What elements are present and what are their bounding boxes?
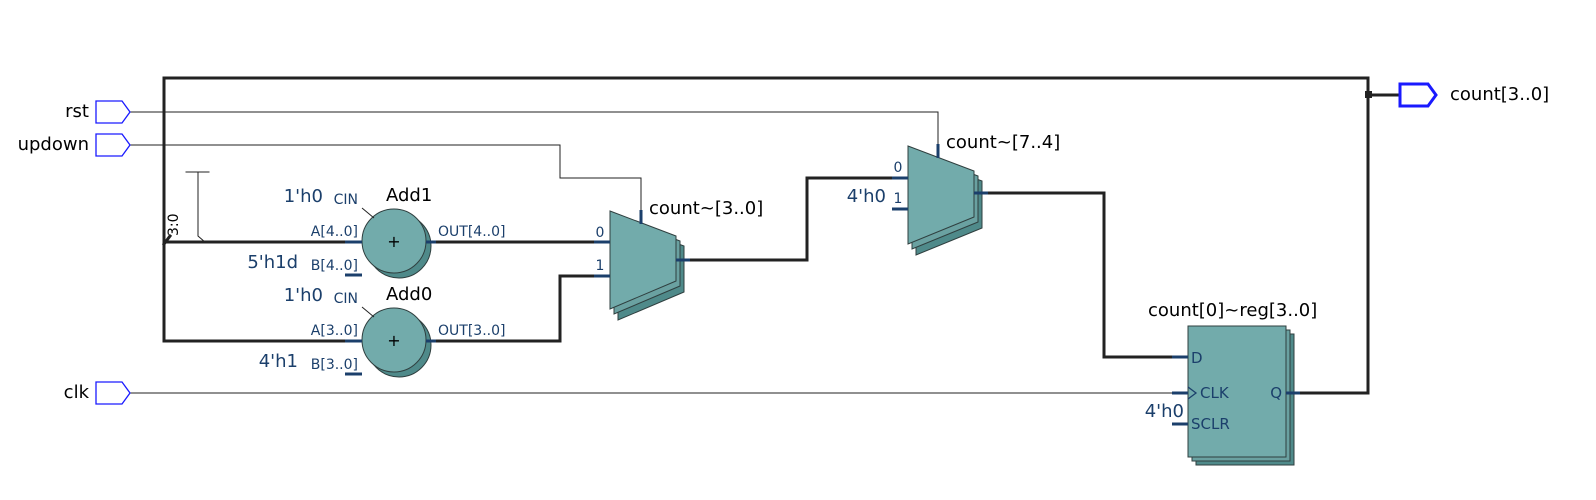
rst-wire[interactable] (129, 111, 939, 147)
port-updown-label: updown (18, 134, 89, 155)
updown-wire[interactable] (129, 144, 642, 215)
add0-cin-stub (361, 306, 375, 318)
bus-tap-mark (161, 233, 173, 247)
port-clk[interactable]: clk (64, 381, 131, 405)
add1-a-msb-wire (197, 171, 206, 243)
add0-a-pin: A[3..0] (311, 323, 358, 339)
port-count-out[interactable]: count[3..0] (1398, 82, 1549, 108)
adder-add1[interactable]: Add1 + CIN A[4..0] B[4..0] OUT[4..0] 1'h… (247, 185, 505, 279)
add0-name: Add0 (386, 284, 432, 305)
add1-b-pin: B[4..0] (311, 258, 358, 274)
port-count-label: count[3..0] (1450, 84, 1549, 105)
add1-cin-stub (361, 207, 375, 219)
add1-cin-pin: CIN (334, 192, 358, 208)
reg-name: count[0]~reg[3..0] (1148, 300, 1317, 321)
wires (129, 76, 1402, 395)
mux-b-name: count~[7..4] (946, 132, 1060, 153)
reg-clk-pin: CLK (1200, 384, 1230, 402)
feedback-bus-wire[interactable] (162, 76, 1370, 395)
bus-tap-label: 3:0 (166, 213, 182, 236)
port-rst-label: rst (65, 101, 89, 122)
mux-count-3-0[interactable]: 0 1 count~[3..0] (594, 198, 763, 321)
add0-b-pin: B[3..0] (311, 357, 358, 373)
mux-a-in0-pin: 0 (596, 225, 605, 241)
add1-cin-const: 1'h0 (284, 186, 323, 207)
reg-sclr-const: 4'h0 (1145, 401, 1184, 422)
mux-b-body (907, 145, 975, 245)
mux-count-7-4[interactable]: 0 1 count~[7..4] 4'h0 (847, 132, 1061, 256)
mux-a-name: count~[3..0] (649, 198, 763, 219)
register-count-reg[interactable]: count[0]~reg[3..0] D CLK SCLR Q 4'h0 (1145, 300, 1318, 466)
add1-b-const: 5'h1d (247, 252, 298, 273)
add0-b-const: 4'h1 (259, 351, 298, 372)
input-port-updown-icon (95, 133, 131, 157)
add0-cin-const: 1'h0 (284, 285, 323, 306)
port-updown[interactable]: updown (18, 133, 131, 157)
adder-add0[interactable]: Add0 + CIN A[3..0] B[3..0] OUT[3..0] 1'h… (259, 284, 506, 378)
add1-name: Add1 (386, 185, 432, 206)
mux-b-in1-pin: 1 (894, 191, 903, 207)
output-junction (1365, 91, 1372, 98)
add0-plus-icon: + (387, 331, 400, 350)
reg-body (1187, 325, 1287, 458)
add0-out-wire[interactable] (427, 274, 612, 343)
reg-sclr-pin: SCLR (1191, 415, 1230, 433)
mux-b-out-wire[interactable] (975, 191, 1190, 359)
input-port-rst-icon (95, 100, 131, 124)
add0-cin-pin: CIN (334, 291, 358, 307)
mux-b-in0-pin: 0 (894, 160, 903, 176)
port-clk-label: clk (64, 382, 90, 403)
mux-b-in1-const: 4'h0 (847, 186, 886, 207)
reg-d-pin: D (1191, 349, 1203, 367)
mux-a-out-wire[interactable] (678, 176, 910, 262)
add1-a-pin: A[4..0] (311, 224, 358, 240)
add1-plus-icon: + (387, 232, 400, 251)
mux-a-in1-pin: 1 (596, 258, 605, 274)
reg-q-pin: Q (1270, 384, 1282, 402)
port-rst[interactable]: rst (65, 100, 131, 124)
add1-out-pin: OUT[4..0] (438, 224, 505, 240)
reg-clock-edge-icon (1187, 386, 1198, 400)
add0-out-pin: OUT[3..0] (438, 323, 505, 339)
input-port-clk-icon (95, 381, 131, 405)
output-port-count-icon (1398, 82, 1438, 108)
